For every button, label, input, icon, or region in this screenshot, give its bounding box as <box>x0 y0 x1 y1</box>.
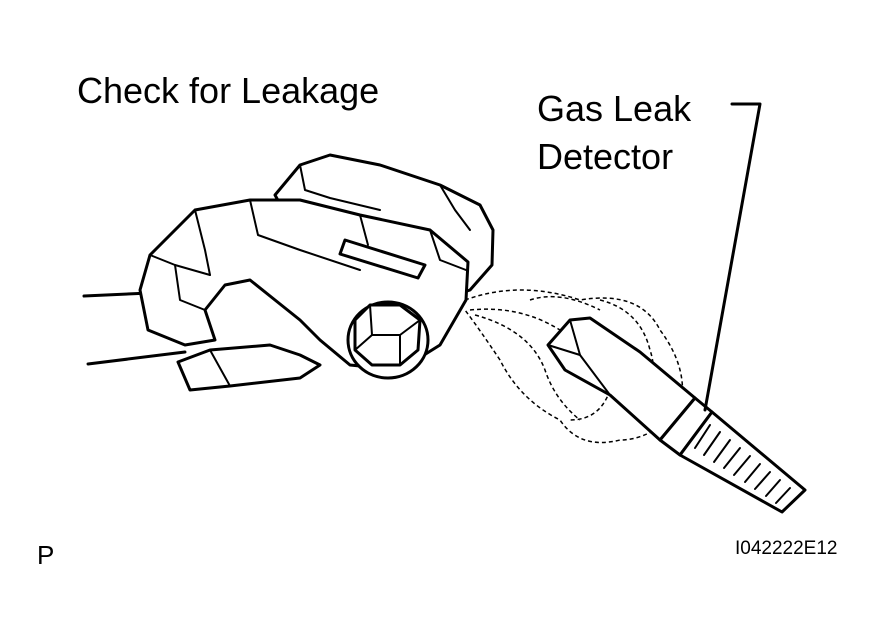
detector-label-line2: Detector <box>537 136 674 177</box>
diagram-title: Check for Leakage <box>77 70 380 111</box>
pipe <box>82 291 187 366</box>
detector-label-line1: Gas Leak <box>537 88 692 129</box>
detector-probe <box>546 316 807 514</box>
clamp-lower <box>176 343 322 392</box>
nut <box>346 300 430 380</box>
reference-code: I042222E12 <box>735 538 838 559</box>
corner-letter: P <box>37 540 55 570</box>
leader-line <box>703 102 762 412</box>
